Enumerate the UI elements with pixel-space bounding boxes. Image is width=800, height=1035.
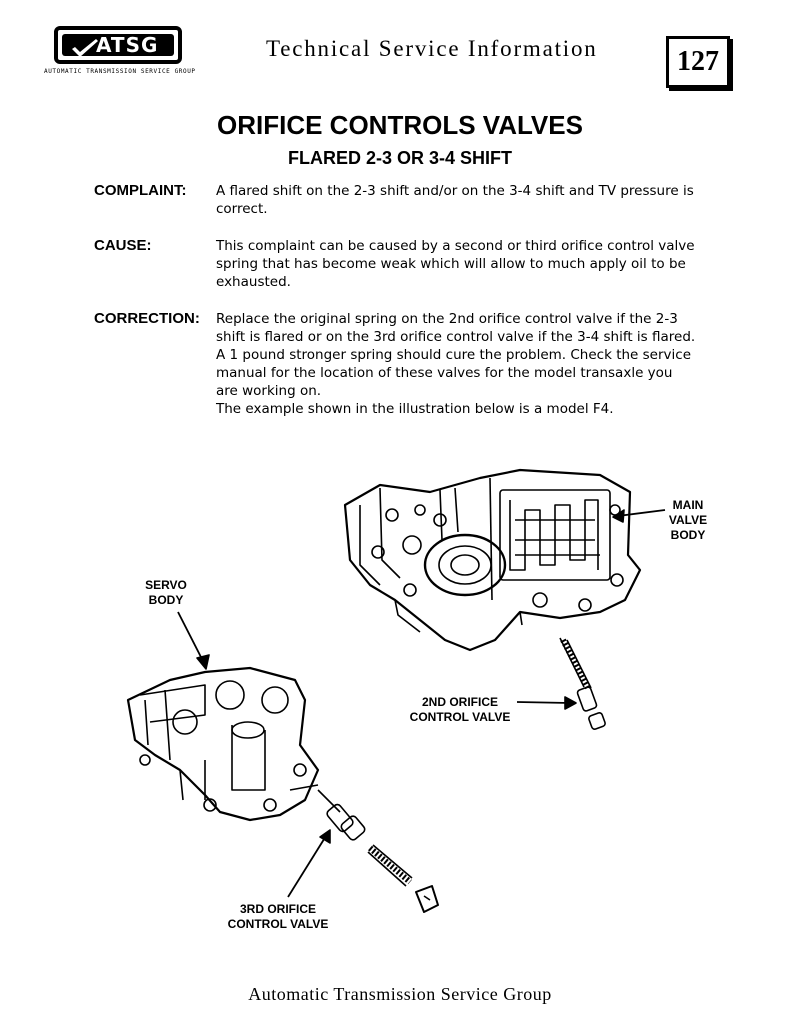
correction-text: Replace the original spring on the 2nd o… (216, 310, 736, 418)
callout-main-valve-body: MAIN VALVE BODY (652, 498, 724, 543)
cause-line: exhausted. (216, 274, 291, 290)
page-title: ORIFICE CONTROLS VALVES (217, 110, 583, 140)
cause-line: This complaint can be caused by a second… (216, 238, 695, 254)
correction-line: are working on. (216, 383, 322, 399)
complaint-line: A flared shift on the 2-3 shift and/or o… (216, 183, 694, 199)
page-footer: Automatic Transmission Service Group (248, 984, 552, 1004)
complaint-text: A flared shift on the 2-3 shift and/or o… (216, 182, 736, 218)
callout-line: BODY (148, 593, 184, 607)
complaint-line: correct. (216, 201, 268, 217)
page-number: 127 (677, 46, 719, 77)
logo-tagline: AUTOMATIC TRANSMISSION SERVICE GROUP (44, 68, 196, 75)
orifice-2nd-spring-drawing (559, 637, 606, 730)
servo-body-drawing (126, 666, 320, 822)
checkmark-icon (72, 39, 98, 57)
correction-line: manual for the location of these valves … (216, 365, 673, 381)
logo-frame: ATSG (54, 26, 182, 64)
callout-line: VALVE (668, 513, 708, 527)
cause-text: This complaint can be caused by a second… (216, 237, 736, 291)
atsg-logo: ATSG AUTOMATIC TRANSMISSION SERVICE GROU… (44, 26, 196, 82)
correction-line: Replace the original spring on the 2nd o… (216, 311, 678, 327)
callout-3rd-orifice: 3RD ORIFICE CONTROL VALVE (214, 902, 342, 932)
correction-line: The example shown in the illustration be… (216, 401, 614, 417)
page-number-box: 127 (666, 36, 730, 88)
correction-line: shift is flared or on the 3rd orifice co… (216, 329, 696, 345)
header-tsi: Technical Service Information (266, 36, 598, 61)
orifice-3rd-parts-drawing (317, 789, 439, 913)
correction-line: A 1 pound stronger spring should cure th… (216, 347, 691, 363)
correction-label: CORRECTION: (94, 310, 200, 327)
callout-line: CONTROL VALVE (409, 710, 511, 724)
main-valve-body-drawing (343, 468, 642, 652)
cause-line: spring that has become weak which will a… (216, 256, 686, 272)
complaint-label: COMPLAINT: (94, 182, 187, 199)
callout-line: 2ND ORIFICE (421, 695, 498, 709)
callout-line: SERVO (145, 578, 187, 592)
callout-servo-body: SERVO BODY (128, 578, 204, 608)
callout-line: BODY (670, 528, 706, 542)
callout-line: 3RD ORIFICE (239, 902, 316, 916)
callout-line: MAIN (672, 498, 704, 512)
callout-2nd-orifice: 2ND ORIFICE CONTROL VALVE (398, 695, 522, 725)
callout-line: CONTROL VALVE (227, 917, 329, 931)
page-subtitle: FLARED 2-3 OR 3-4 SHIFT (287, 148, 513, 168)
cause-label: CAUSE: (94, 237, 152, 254)
logo-text: ATSG (96, 33, 159, 57)
